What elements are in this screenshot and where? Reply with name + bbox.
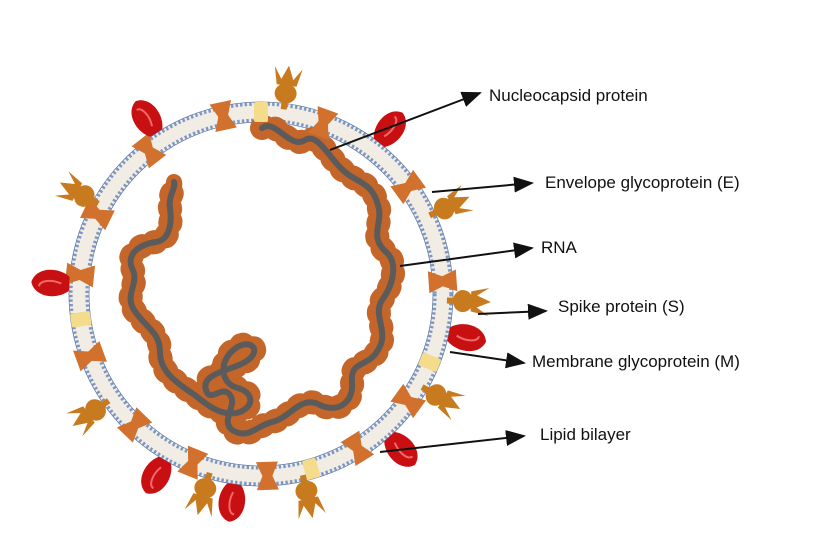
red-glycoprotein-icon <box>141 456 172 494</box>
membrane-protein-icon <box>390 383 426 419</box>
membrane-protein-icon <box>79 198 115 231</box>
envelope-protein-icon <box>418 352 441 372</box>
red-glycoprotein-icon <box>131 100 163 137</box>
spike-protein-icon <box>54 171 100 207</box>
membrane-protein-icon <box>73 341 107 372</box>
spike-protein-icon <box>295 474 326 520</box>
rna-backbone <box>127 123 397 437</box>
arrow-spike <box>477 303 548 320</box>
arrow-envelope <box>431 176 534 193</box>
label-spike: Spike protein (S) <box>558 297 685 316</box>
membrane-protein-icon <box>177 445 209 480</box>
red-glycoprotein-icon <box>218 483 246 522</box>
arrow-rna <box>399 242 534 267</box>
membrane-protein-icon <box>340 430 375 467</box>
label-rna: RNA <box>541 238 577 257</box>
spike-protein-icon <box>274 65 303 110</box>
envelope-protein-icon <box>302 457 321 480</box>
red-glycoprotein-icon <box>447 324 486 352</box>
outer-lipid-heads <box>69 102 453 486</box>
label-arrows <box>329 91 548 453</box>
membrane-protein-icon <box>255 461 279 491</box>
arrow-membrane <box>449 351 526 369</box>
arrow-nucleocapsid <box>329 91 482 151</box>
membrane-protein-icon <box>131 132 167 169</box>
membrane-protein-icon <box>209 100 237 132</box>
label-nucleocapsid: Nucleocapsid protein <box>489 86 648 105</box>
red-glycoprotein-icon <box>31 269 70 297</box>
membrane-protein-icon <box>116 407 153 443</box>
spike-protein-icon <box>428 184 474 220</box>
membrane-protein-icon <box>390 169 426 205</box>
membrane-protein-icon <box>64 262 96 288</box>
label-membrane: Membrane glycoprotein (M) <box>532 352 740 371</box>
spike-protein-icon <box>420 384 466 421</box>
membrane-protein-icon <box>308 106 339 140</box>
rna-strand <box>118 114 406 446</box>
envelope-protein-icon <box>70 311 92 328</box>
label-envelope: Envelope glycoprotein (E) <box>545 173 740 192</box>
label-lipid: Lipid bilayer <box>540 425 631 444</box>
spike-protein-icon <box>184 471 217 518</box>
spike-protein-icon <box>66 398 111 437</box>
membrane-protein-icon <box>427 269 458 294</box>
arrow-lipid <box>379 430 526 453</box>
surface-proteins <box>31 65 491 522</box>
spike-protein-icon <box>446 287 491 316</box>
envelope-protein-icon <box>254 102 268 122</box>
